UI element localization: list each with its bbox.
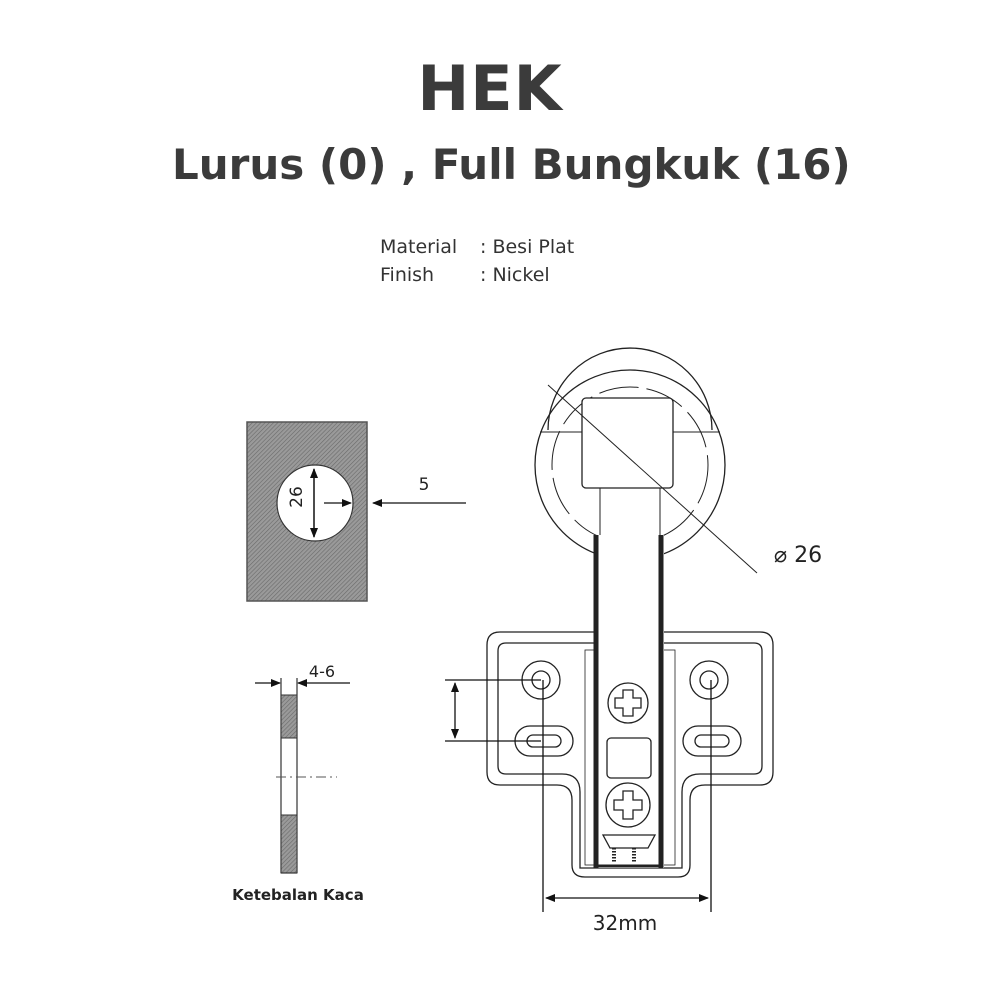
horizontal-spacing-label: 32mm	[593, 911, 657, 935]
spec-value: : Nickel	[480, 264, 550, 286]
product-subtitle: Lurus (0) , Full Bungkuk (16)	[172, 140, 851, 189]
cup-diameter-label: ⌀ 26	[774, 543, 822, 568]
product-title: HEK	[417, 52, 563, 125]
glass-thickness-label: 4-6	[309, 662, 335, 681]
hole-diameter-label: 26	[287, 486, 307, 508]
spec-label: Finish	[380, 264, 435, 286]
door-hole-drawing: 26 5	[246, 421, 466, 602]
hinge-drawing	[486, 347, 774, 878]
glass-caption: Ketebalan Kaca	[232, 886, 364, 904]
edge-distance-label: 5	[419, 475, 430, 495]
hinge-dimensions	[445, 679, 712, 912]
spec-finish: Finish : Nickel	[380, 264, 550, 286]
glass-section-drawing: 4-6 Ketebalan Kaca	[232, 662, 364, 904]
spec-material: Material : Besi Plat	[380, 236, 574, 258]
spec-value: : Besi Plat	[480, 236, 575, 258]
spec-label: Material	[380, 236, 458, 258]
